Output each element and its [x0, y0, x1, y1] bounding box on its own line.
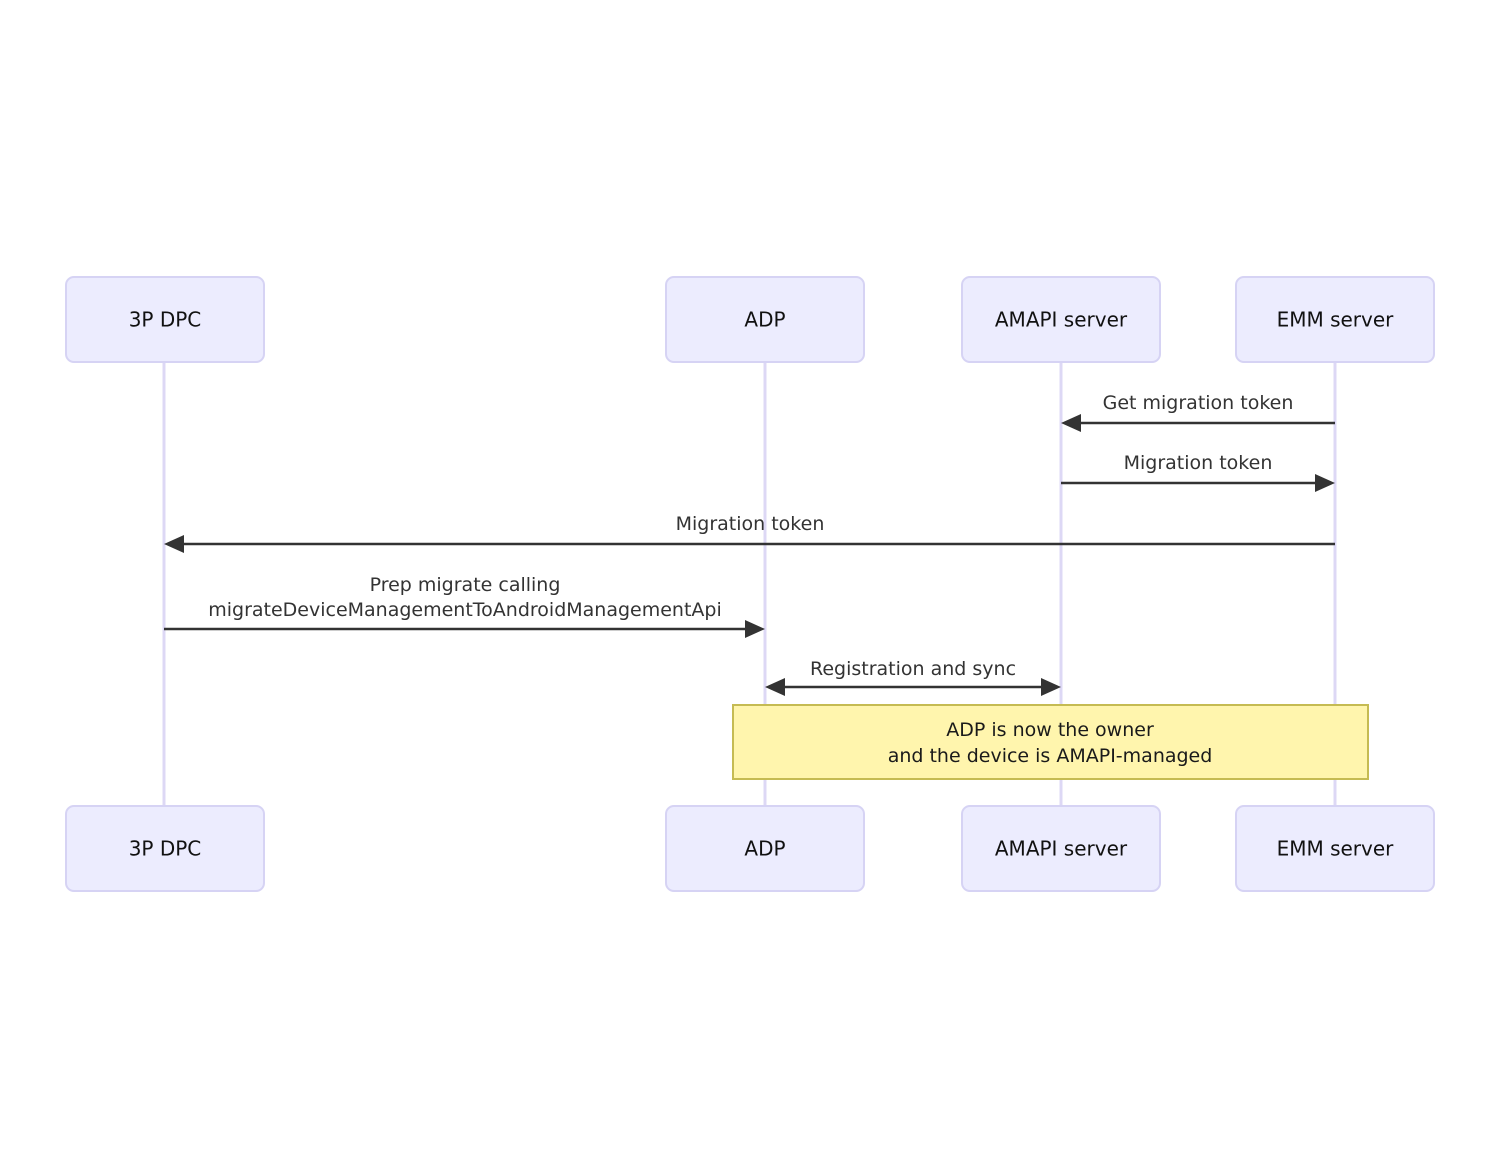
actor-bottom-emm[interactable]: EMM server — [1235, 805, 1435, 892]
actor-label: EMM server — [1277, 308, 1395, 332]
actors-bottom-group: 3P DPC ADP AMAPI server EMM server — [65, 805, 1435, 892]
message-label: Migration token — [1124, 452, 1273, 474]
actor-box — [1235, 276, 1435, 363]
message-migration-token-to-dpc[interactable]: Migration token — [164, 513, 1335, 553]
message-migration-token-to-emm[interactable]: Migration token — [1061, 452, 1335, 492]
message-label: Registration and sync — [810, 658, 1016, 680]
actor-box — [665, 805, 865, 892]
message-label: Migration token — [676, 513, 825, 535]
actor-label: ADP — [744, 837, 785, 861]
actors-top-group: 3P DPC ADP AMAPI server EMM server — [65, 276, 1435, 363]
actor-box — [665, 276, 865, 363]
actor-bottom-dpc[interactable]: 3P DPC — [65, 805, 265, 892]
arrowhead-right-icon — [1041, 678, 1061, 696]
actor-top-adp[interactable]: ADP — [665, 276, 865, 363]
actor-top-dpc[interactable]: 3P DPC — [65, 276, 265, 363]
arrowhead-left-icon — [164, 535, 184, 553]
actor-box — [961, 805, 1161, 892]
actor-box — [1235, 805, 1435, 892]
message-label-line1: Prep migrate calling — [370, 574, 561, 596]
actor-label: AMAPI server — [995, 308, 1128, 332]
actor-box — [961, 276, 1161, 363]
actor-bottom-amapi[interactable]: AMAPI server — [961, 805, 1161, 892]
note-line-1: ADP is now the owner — [946, 719, 1154, 741]
actor-top-emm[interactable]: EMM server — [1235, 276, 1435, 363]
actor-label: 3P DPC — [129, 308, 202, 332]
actor-label: ADP — [744, 308, 785, 332]
note-background — [732, 704, 1369, 780]
actor-box — [65, 805, 265, 892]
message-prep-migrate[interactable]: Prep migrate calling migrateDeviceManage… — [164, 574, 765, 638]
message-label-line2: migrateDeviceManagementToAndroidManageme… — [208, 599, 722, 621]
actor-top-amapi[interactable]: AMAPI server — [961, 276, 1161, 363]
message-label: Get migration token — [1103, 392, 1294, 414]
actor-label: 3P DPC — [129, 837, 202, 861]
message-registration-and-sync[interactable]: Registration and sync — [765, 658, 1061, 696]
actor-box — [65, 276, 265, 363]
arrowhead-right-icon — [1315, 474, 1335, 492]
arrowhead-left-icon — [765, 678, 785, 696]
note-adp-owner: ADP is now the owner and the device is A… — [732, 704, 1369, 780]
note-line-2: and the device is AMAPI-managed — [888, 745, 1213, 767]
message-get-migration-token[interactable]: Get migration token — [1061, 392, 1335, 432]
actor-label: EMM server — [1277, 837, 1395, 861]
arrowhead-right-icon — [745, 620, 765, 638]
actor-label: AMAPI server — [995, 837, 1128, 861]
arrowhead-left-icon — [1061, 414, 1081, 432]
actor-bottom-adp[interactable]: ADP — [665, 805, 865, 892]
